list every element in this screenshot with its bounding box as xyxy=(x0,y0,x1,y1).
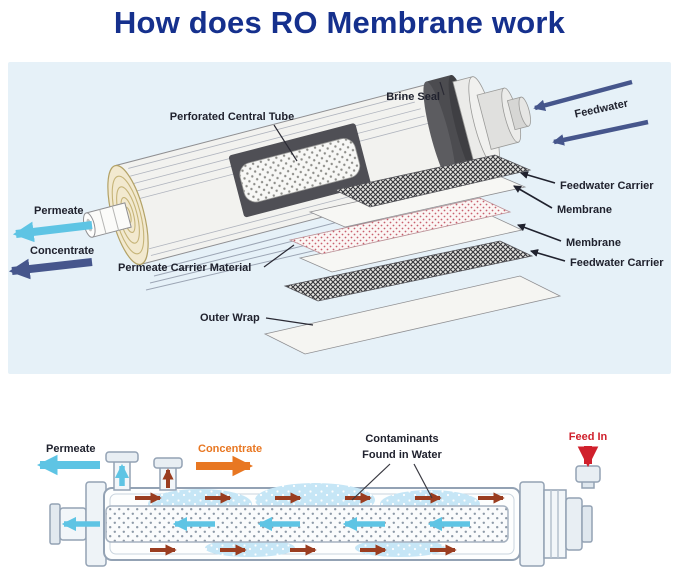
feedwater-carrier-bottom-label: Feedwater Carrier xyxy=(570,257,664,269)
feed-port xyxy=(575,465,601,489)
contaminants-label-line1: Contaminants xyxy=(365,433,438,445)
right-stub xyxy=(581,505,593,543)
brine-seal-leader xyxy=(439,81,445,96)
permeate-carrier-material-label: Permeate Carrier Material xyxy=(118,262,251,274)
permeate-carrier-leader xyxy=(263,244,295,268)
feedwater-carrier-sheet-top xyxy=(333,154,532,208)
permeate-carrier-sheet xyxy=(288,197,512,255)
feedwater-arrow-lower xyxy=(552,119,649,146)
concentrate-label: Concentrate xyxy=(30,245,94,257)
membrane-bottom-arrow xyxy=(517,223,562,242)
feedwater-carrier-top-label: Feedwater Carrier xyxy=(560,180,654,192)
right-ribbed-cap xyxy=(543,489,567,559)
feedwater-arrow-upper xyxy=(533,79,633,112)
ro-element-cylinder xyxy=(83,74,531,266)
right-end-disc xyxy=(565,497,583,551)
membrane-top-label: Membrane xyxy=(557,204,612,216)
membrane-top-arrow xyxy=(513,185,553,209)
feedwater-carrier-bottom-arrow xyxy=(529,249,566,262)
feedwater-carrier-top-arrow xyxy=(519,171,556,184)
contaminants-leader-right xyxy=(413,463,433,499)
contaminants-leader-left xyxy=(351,463,391,501)
concentrate-arrow xyxy=(8,258,93,280)
perforated-tube xyxy=(105,505,509,543)
permeate-label: Permeate xyxy=(34,205,84,217)
perforated-central-tube-label: Perforated Central Tube xyxy=(170,111,295,123)
end-cap xyxy=(452,76,531,174)
right-cap xyxy=(519,481,545,567)
flow-permeate-label: Permeate xyxy=(46,443,96,455)
outer-wrap-label: Outer Wrap xyxy=(200,312,260,324)
left-end-cap xyxy=(49,503,61,545)
brine-seal-label: Brine Seal xyxy=(386,91,440,103)
contaminants-label-line2: Found in Water xyxy=(362,449,442,461)
flow-concentrate-label: Concentrate xyxy=(198,443,262,455)
outer-wrap-leader xyxy=(265,317,314,326)
membrane-layer-sheets xyxy=(263,154,562,355)
flow-diagram: Permeate Concentrate Contaminants Found … xyxy=(36,431,608,567)
outer-wrap-sheet xyxy=(263,275,562,355)
exploded-view-panel: Brine Seal Feedwater Perforated Central … xyxy=(8,62,671,374)
perforated-central-tube-exposed xyxy=(239,138,361,203)
feed-in-label: Feed In xyxy=(569,431,608,443)
feed-flow-arrows-top xyxy=(135,468,505,504)
perforated-central-tube-leader xyxy=(273,124,298,162)
permeate-arrow xyxy=(12,221,93,243)
permeate-flow-arrows xyxy=(61,463,470,532)
page-title: How does RO Membrane work xyxy=(113,5,566,40)
membrane-bottom-label: Membrane xyxy=(566,237,621,249)
